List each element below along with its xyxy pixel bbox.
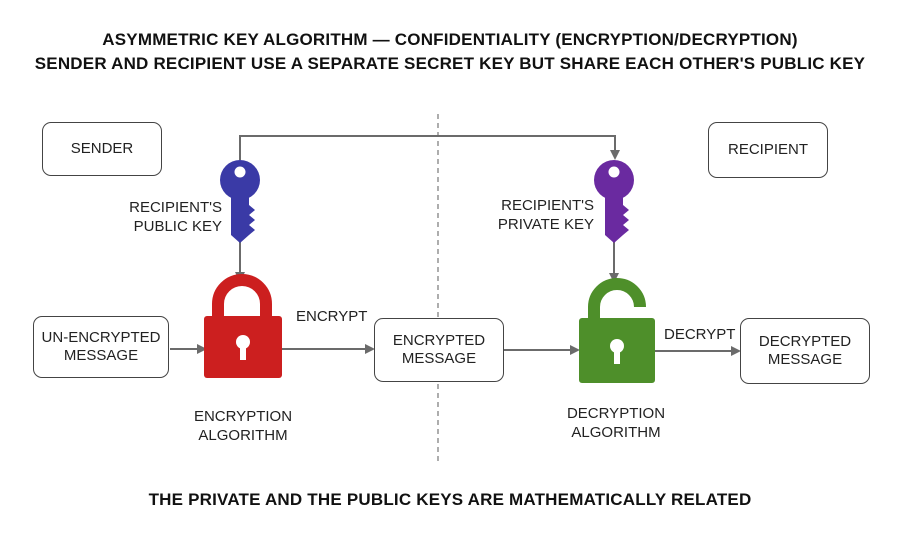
private-key-hole	[608, 166, 620, 178]
footer-note: THE PRIVATE AND THE PUBLIC KEYS ARE MATH…	[148, 490, 752, 509]
encryption-algorithm-label: ENCRYPTION ALGORITHM	[183, 407, 303, 445]
decryption-algorithm-line2: ALGORITHM	[571, 424, 661, 441]
decrypted-line1: DECRYPTED	[758, 333, 852, 350]
diagram-subtitle: SENDER AND RECIPIENT USE A SEPARATE SECR…	[34, 54, 866, 73]
encrypted-line2: MESSAGE	[401, 350, 477, 367]
private-key-icon	[594, 160, 634, 243]
public-key-label-line1: RECIPIENT'S	[129, 199, 222, 216]
public-key-icon	[220, 160, 260, 243]
decryption-algorithm-line1: DECRYPTION	[566, 405, 666, 422]
public-key-label-line2: PUBLIC KEY	[133, 218, 222, 235]
sender-label: SENDER	[70, 140, 134, 157]
decrypt-label: DECRYPT	[664, 326, 736, 343]
encryption-algorithm-line2: ALGORITHM	[198, 427, 288, 444]
unencrypted-line2: MESSAGE	[63, 347, 139, 364]
private-key-label-line2: PRIVATE KEY	[497, 216, 594, 233]
encrypt-label: ENCRYPT	[296, 308, 368, 325]
encrypted-line1: ENCRYPTED	[392, 332, 486, 349]
recipient-label: RECIPIENT	[727, 141, 808, 158]
decrypted-line2: MESSAGE	[767, 351, 843, 368]
open-padlock-icon	[579, 278, 655, 383]
public-key-hole	[234, 166, 246, 178]
unencrypted-message-box: UN-ENCRYPTED MESSAGE	[33, 316, 169, 378]
recipient-box: RECIPIENT	[708, 122, 828, 178]
private-key-label-line1: RECIPIENT'S	[501, 197, 594, 214]
key-share-connector	[239, 135, 620, 160]
encryption-algorithm-line1: ENCRYPTION	[193, 408, 293, 425]
diagram-title: ASYMMETRIC KEY ALGORITHM — CONFIDENTIALI…	[102, 30, 798, 49]
sender-box: SENDER	[42, 122, 162, 176]
decryption-algorithm-label: DECRYPTION ALGORITHM	[556, 404, 676, 442]
public-key-label: RECIPIENT'S PUBLIC KEY	[110, 198, 222, 236]
closed-padlock-icon	[204, 274, 282, 378]
private-key-label: RECIPIENT'S PRIVATE KEY	[472, 196, 594, 234]
decrypted-message-box: DECRYPTED MESSAGE	[740, 318, 870, 384]
unencrypted-line1: UN-ENCRYPTED	[41, 329, 161, 346]
encrypted-message-box: ENCRYPTED MESSAGE	[374, 318, 504, 382]
